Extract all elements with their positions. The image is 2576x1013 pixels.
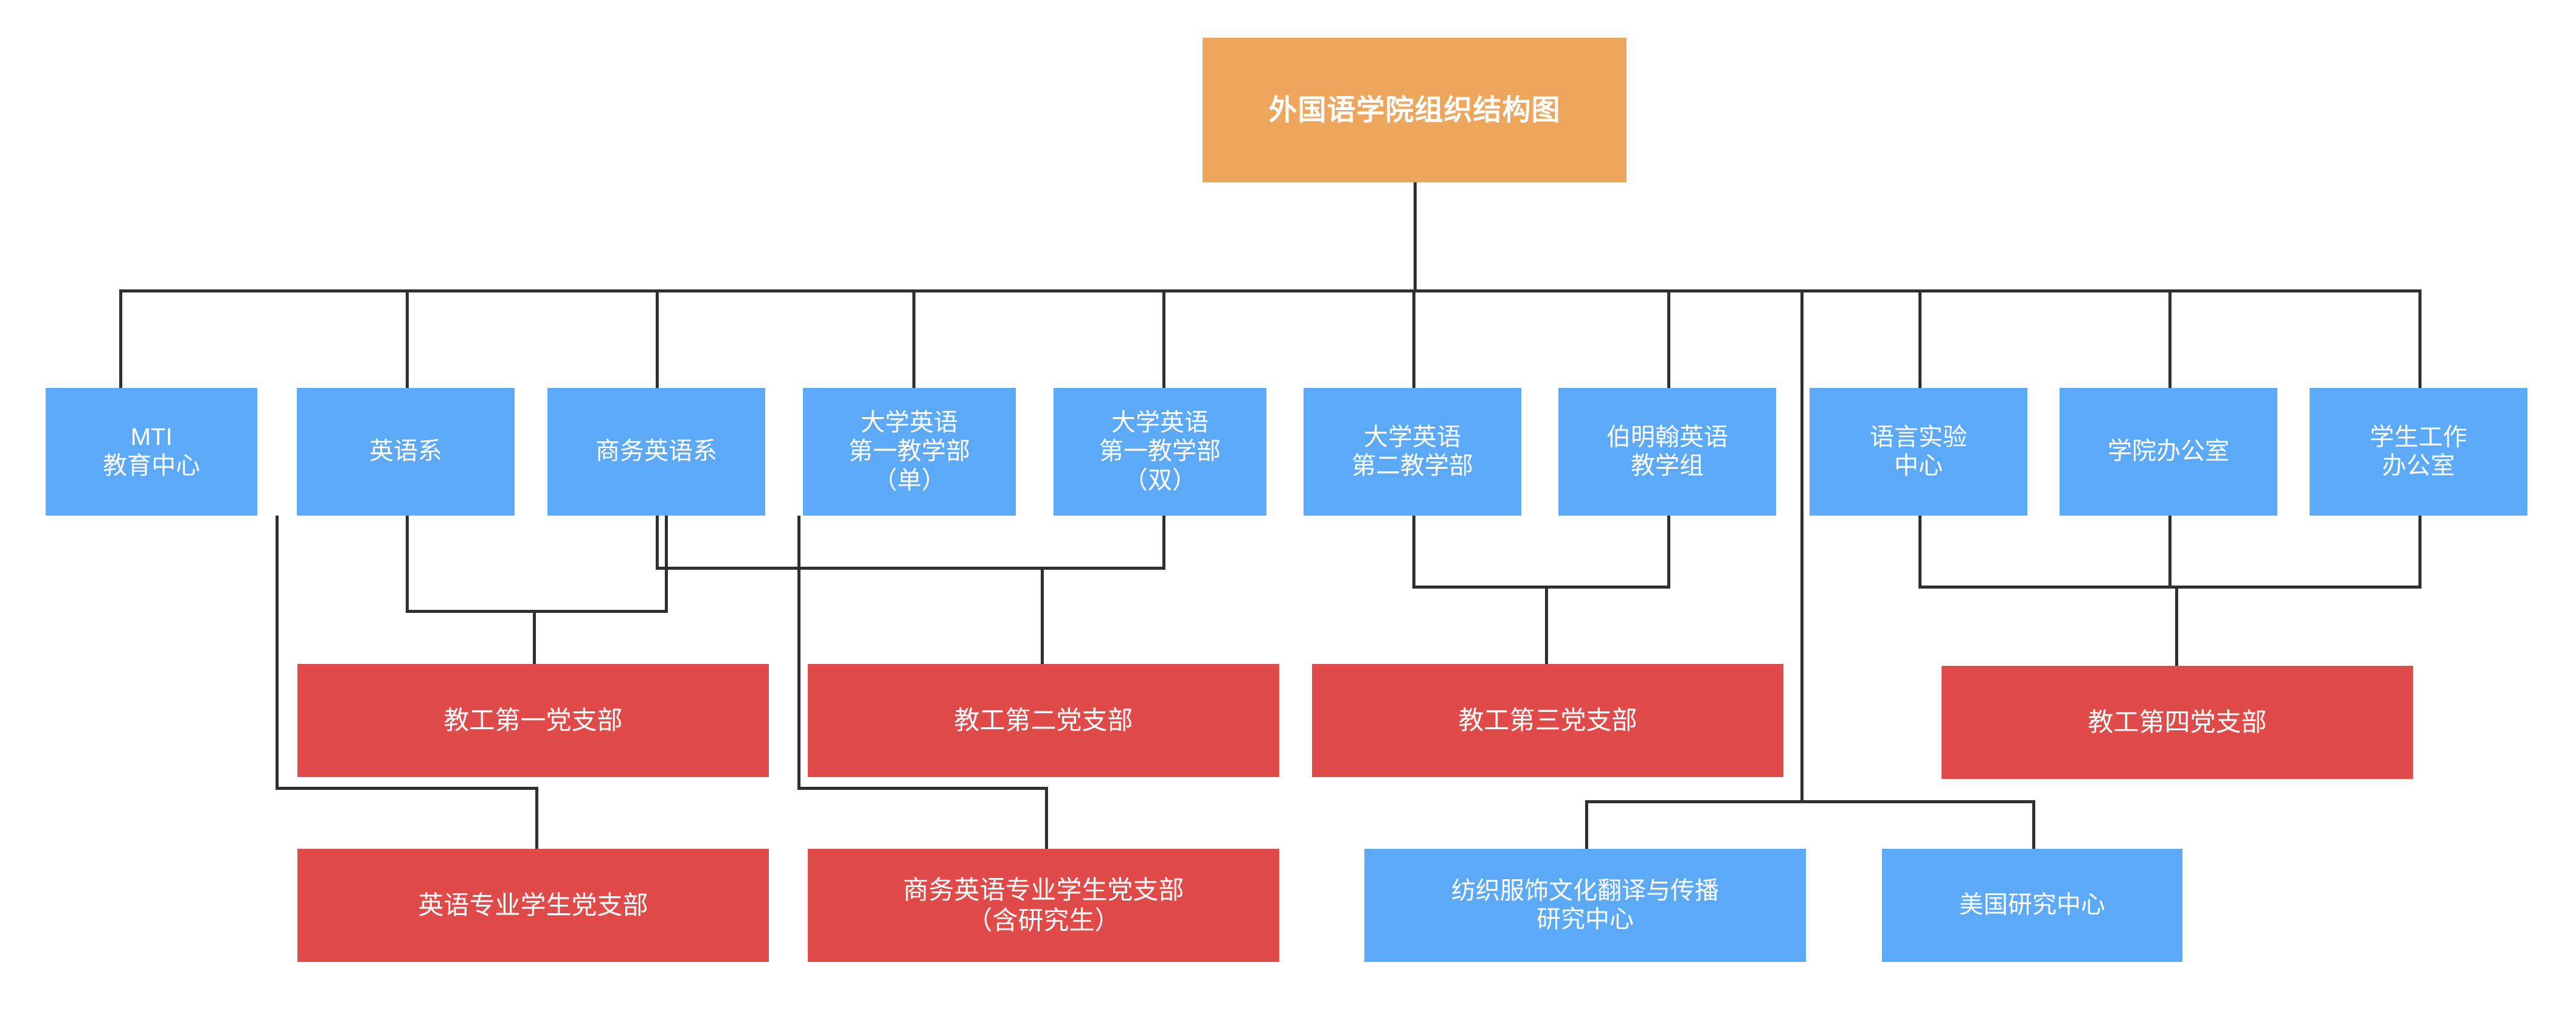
unit-node-birmingham-group[interactable]: 伯明翰英语 教学组: [1558, 388, 1776, 516]
connector-birmingham-to-merge3: [1667, 516, 1670, 589]
party-branch-node-4[interactable]: 教工第四党支部: [1942, 666, 2413, 779]
connector-merge4-to-branch4: [2175, 586, 2178, 672]
unit-node-business-dept[interactable]: 商务英语系: [547, 388, 765, 516]
unit-node-ce-teaching2[interactable]: 大学英语 第二教学部: [1304, 388, 1521, 516]
connector-english-to-studentbranch: [276, 516, 279, 789]
connector-bus-drop-ce1odd: [912, 289, 915, 388]
connector-merge-bar-branch4: [1918, 586, 2422, 589]
connector-merge2-to-branch2: [1041, 567, 1044, 671]
party-branch-node-1[interactable]: 教工第一党支部: [297, 664, 769, 777]
connector-elbow-studentbranch-english: [276, 787, 538, 790]
connector-bus-to-research-centers: [1800, 289, 1804, 803]
connector-main-bus: [119, 289, 2421, 292]
connector-bus-drop-business: [656, 289, 659, 388]
connector-merge1-to-branch1: [533, 610, 536, 671]
connector-business-to-merge2: [656, 516, 659, 569]
research-center-node-textile[interactable]: 纺织服饰文化翻译与传播 研究中心: [1364, 849, 1806, 962]
connector-bus-drop-studentoffice: [2418, 289, 2422, 388]
connector-merge3-to-branch3: [1545, 586, 1548, 671]
unit-node-ce-teaching1-odd[interactable]: 大学英语 第一教学部 （单）: [803, 388, 1016, 516]
connector-root-stem: [1414, 182, 1417, 292]
party-branch-node-3[interactable]: 教工第三党支部: [1312, 664, 1783, 777]
student-party-branch-node-english[interactable]: 英语专业学生党支部: [297, 849, 769, 962]
research-center-node-america[interactable]: 美国研究中心: [1882, 849, 2182, 962]
connector-drop-textile-center: [1585, 800, 1588, 854]
unit-node-english-dept[interactable]: 英语系: [297, 388, 515, 516]
student-party-branch-node-business[interactable]: 商务英语专业学生党支部 （含研究生）: [808, 849, 1279, 962]
connector-drop-america-center: [2032, 800, 2035, 854]
connector-langlab-to-merge4: [1918, 516, 1922, 589]
unit-node-student-affairs-office[interactable]: 学生工作 办公室: [2310, 388, 2527, 516]
connector-bus-drop-ce1even: [1162, 289, 1165, 388]
connector-bus-drop-english: [406, 289, 409, 388]
connector-drop-studentbranch-english: [535, 787, 538, 852]
connector-merge-bar-branch1: [406, 610, 668, 613]
connector-bus-drop-birmingham: [1667, 289, 1670, 388]
connector-bus-drop-langlab: [1918, 289, 1922, 388]
connector-ce1even-to-merge2: [1162, 516, 1165, 569]
connector-merge-bar-branch2: [656, 567, 1165, 570]
connector-merge-bar-branch3: [1412, 586, 1670, 589]
connector-bus-drop-mti: [119, 289, 122, 388]
connector-research-centers-bar: [1585, 800, 2035, 803]
unit-node-ce-teaching1-even[interactable]: 大学英语 第一教学部 （双）: [1054, 388, 1266, 516]
connector-english-to-merge1: [406, 516, 409, 613]
root-node-college-org-chart[interactable]: 外国语学院组织结构图: [1203, 38, 1626, 182]
connector-collegeoffice-to-merge4: [2168, 516, 2172, 589]
connector-bus-drop-collegeoffice: [2168, 289, 2172, 388]
connector-ce2-to-merge3: [1412, 516, 1415, 589]
connector-ce1odd-to-merge1: [665, 516, 668, 613]
unit-node-language-lab[interactable]: 语言实验 中心: [1810, 388, 2027, 516]
connector-studentoffice-to-merge4: [2418, 516, 2422, 589]
party-branch-node-2[interactable]: 教工第二党支部: [808, 664, 1279, 777]
unit-node-mti[interactable]: MTI 教育中心: [46, 388, 257, 516]
connector-drop-studentbranch-business: [1045, 787, 1048, 852]
connector-elbow-studentbranch-business: [797, 787, 1048, 790]
connector-business-to-studentbranch: [797, 516, 800, 789]
unit-node-college-office[interactable]: 学院办公室: [2060, 388, 2277, 516]
connector-bus-drop-ce2: [1412, 289, 1415, 388]
